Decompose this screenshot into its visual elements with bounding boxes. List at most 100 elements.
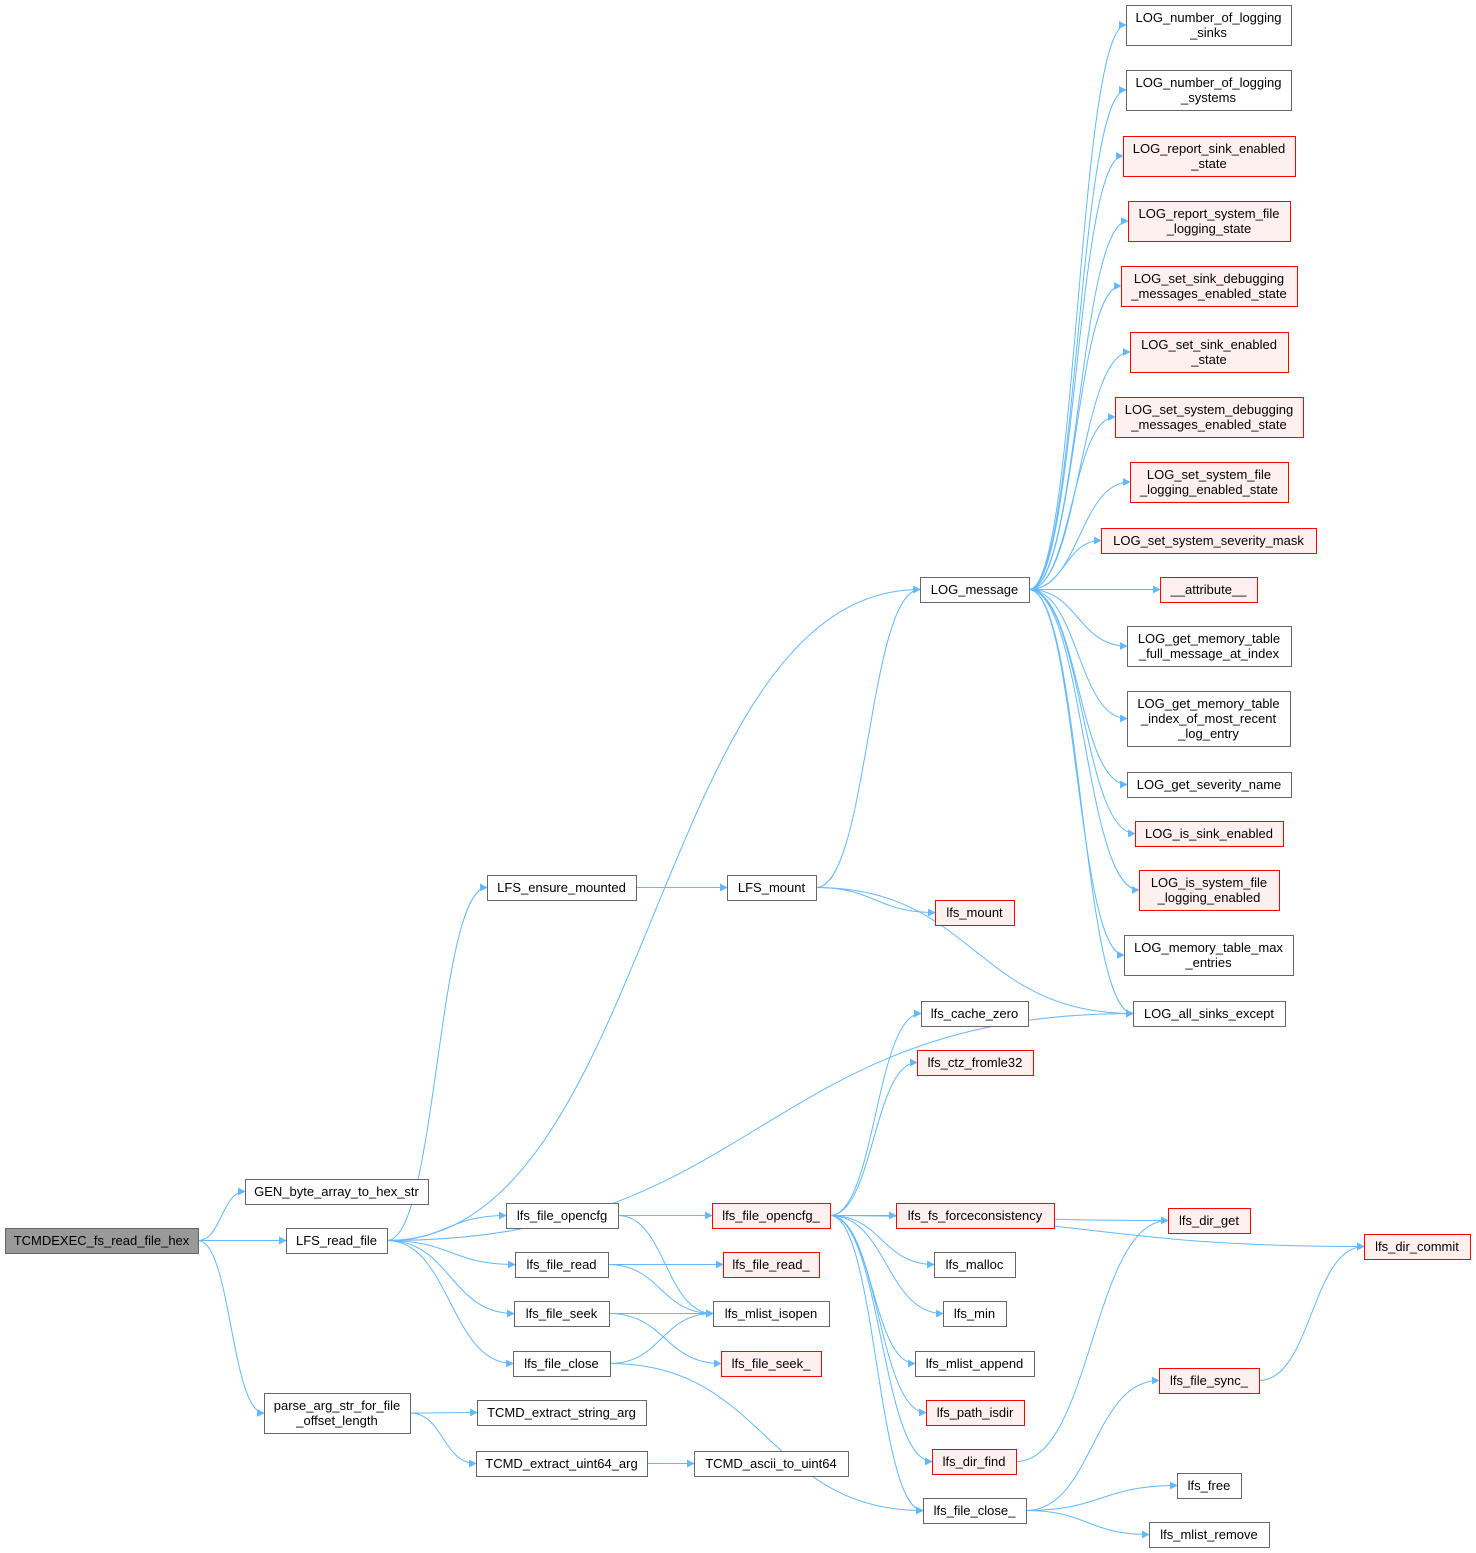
function-node-LFS-mount[interactable]: LFS_mount [727,875,817,901]
node-label: _state [1190,352,1226,367]
function-node-l-is-sink[interactable]: LOG_is_sink_enabled [1135,821,1284,847]
node-box [513,1351,611,1377]
edge-log-message-to-l-set-sys-dbg [1028,413,1116,590]
function-node-l-rep-sink[interactable]: LOG_report_sink_enabled_state [1123,136,1296,177]
node-label: LOG_get_severity_name [1137,777,1282,792]
node-label: lfs_dir_get [1179,1213,1239,1228]
node-label: LOG_is_system_file [1151,875,1267,890]
function-node-tcmd-u64[interactable]: TCMD_extract_uint64_arg [476,1451,648,1477]
node-box [934,1252,1016,1278]
node-box [926,1400,1025,1426]
function-node-min[interactable]: lfs_min [943,1301,1007,1327]
node-label: LFS_mount [738,880,806,895]
node-label: lfs_mlist_isopen [725,1306,818,1321]
edge-LFS-mount-to-log-message [815,585,921,888]
function-node-tcmd-ascii[interactable]: TCMD_ascii_to_uint64 [694,1451,849,1477]
function-node-path-isdir[interactable]: lfs_path_isdir [926,1400,1025,1426]
function-node-fseek[interactable]: lfs_file_seek [514,1301,610,1327]
node-box [1123,136,1296,177]
node-label: lfs_malloc [946,1257,1004,1272]
node-label: lfs_file_sync_ [1170,1373,1249,1388]
function-node-opencfg-[interactable]: lfs_file_opencfg_ [712,1203,831,1229]
node-label: LOG_message [931,582,1018,597]
function-node-l-set-sys-dbg[interactable]: LOG_set_system_debugging_messages_enable… [1115,397,1304,438]
node-label: LOG_number_of_logging [1136,75,1282,90]
node-label: LFS_ensure_mounted [497,880,626,895]
function-node-mlist-append[interactable]: lfs_mlist_append [915,1351,1035,1377]
node-label: GEN_byte_array_to_hex_str [254,1184,419,1199]
node-label: LOG_set_system_severity_mask [1113,533,1304,548]
node-box [712,1203,831,1229]
function-node-fread[interactable]: lfs_file_read [515,1252,609,1278]
node-box [286,1228,388,1254]
function-node-l-set-sys-file[interactable]: LOG_set_system_file_logging_enabled_stat… [1130,462,1289,503]
node-box [514,1301,610,1327]
function-node-l-num-sinks[interactable]: LOG_number_of_logging_sinks [1126,5,1292,46]
function-node-log-all[interactable]: LOG_all_sinks_except [1133,1001,1286,1027]
node-box [921,1001,1029,1027]
node-box [896,1203,1055,1229]
node-box [1115,397,1304,438]
edge-dir-find-to-dir-get [1015,1216,1169,1462]
node-box [264,1393,411,1434]
function-node-fclose[interactable]: lfs_file_close [513,1351,611,1377]
node-box [1364,1234,1471,1260]
function-node-l-rep-sys[interactable]: LOG_report_system_file_logging_state [1128,201,1291,242]
function-node-l-full-msg[interactable]: LOG_get_memory_table_full_message_at_ind… [1127,626,1292,667]
function-node-free[interactable]: lfs_free [1177,1473,1242,1499]
edge-lfs-read-file-to-opencfg [386,1211,507,1241]
node-label: _systems [1180,90,1236,105]
function-node-dir-find[interactable]: lfs_dir_find [932,1449,1017,1475]
function-node-isopen[interactable]: lfs_mlist_isopen [713,1301,830,1327]
function-node-tcmd-str[interactable]: TCMD_extract_string_arg [477,1400,647,1426]
function-node-malloc[interactable]: lfs_malloc [934,1252,1016,1278]
node-box [727,875,817,901]
edge-opencfg--to-min [829,1215,944,1318]
edge-log-message-to-l-max [1028,589,1125,959]
function-node-l-set-sink-en[interactable]: LOG_set_sink_enabled_state [1130,332,1289,373]
function-node-dir-commit[interactable]: lfs_dir_commit [1364,1234,1471,1260]
function-node-dir-get[interactable]: lfs_dir_get [1168,1208,1251,1234]
node-label: _state [1190,156,1226,171]
function-node-l-attr[interactable]: __attribute__ [1160,577,1258,603]
function-node-l-sev-name[interactable]: LOG_get_severity_name [1127,772,1292,798]
function-node-parse[interactable]: parse_arg_str_for_file_offset_length [264,1393,411,1434]
node-box [515,1252,609,1278]
edge-fclose--to-free [1025,1481,1178,1511]
function-node-l-max[interactable]: LOG_memory_table_max_entries [1124,935,1294,976]
function-node-l-set-sink-dbg[interactable]: LOG_set_sink_debugging_messages_enabled_… [1121,266,1298,307]
function-node-ensure[interactable]: LFS_ensure_mounted [487,875,637,901]
function-node-l-recent[interactable]: LOG_get_memory_table_index_of_most_recen… [1127,691,1291,747]
node-label: lfs_file_read_ [732,1257,810,1272]
function-node-l-is-sys[interactable]: LOG_is_system_file_logging_enabled [1139,870,1280,911]
node-box [1130,462,1289,503]
function-node-mlist-remove[interactable]: lfs_mlist_remove [1149,1522,1270,1548]
function-node-forcecons[interactable]: lfs_fs_forceconsistency [896,1203,1055,1229]
edge-fread-to-isopen [607,1264,714,1318]
function-node-fread-[interactable]: lfs_file_read_ [723,1252,820,1278]
function-node-root[interactable]: TCMDEXEC_fs_read_file_hex [5,1228,199,1254]
function-node-l-set-sev[interactable]: LOG_set_system_severity_mask [1101,528,1317,554]
function-node-fclose-[interactable]: lfs_file_close_ [923,1498,1027,1524]
node-label: lfs_mlist_remove [1160,1527,1258,1542]
function-node-fseek-[interactable]: lfs_file_seek_ [721,1351,822,1377]
edge-fclose--to-mlist-remove [1025,1510,1150,1539]
node-box [694,1451,849,1477]
function-node-cache-zero[interactable]: lfs_cache_zero [921,1001,1029,1027]
node-label: lfs_file_close [524,1356,598,1371]
function-node-log-message[interactable]: LOG_message [920,577,1030,603]
node-box [476,1451,648,1477]
function-node-l-num-sys[interactable]: LOG_number_of_logging_systems [1126,70,1292,111]
node-label: _entries [1184,955,1232,970]
function-node-ctz[interactable]: lfs_ctz_fromle32 [917,1050,1034,1076]
function-node-gen[interactable]: GEN_byte_array_to_hex_str [245,1179,429,1205]
function-node-file-sync[interactable]: lfs_file_sync_ [1159,1368,1260,1394]
node-box [5,1228,199,1254]
node-box [1168,1208,1251,1234]
node-label: LOG_report_sink_enabled [1133,141,1286,156]
function-node-lfs-mount[interactable]: lfs_mount [935,900,1015,926]
function-node-lfs-read-file[interactable]: LFS_read_file [286,1228,388,1254]
node-box [1128,201,1291,242]
function-node-opencfg[interactable]: lfs_file_opencfg [506,1203,619,1229]
edge-log-message-to-l-is-sink [1028,589,1136,838]
